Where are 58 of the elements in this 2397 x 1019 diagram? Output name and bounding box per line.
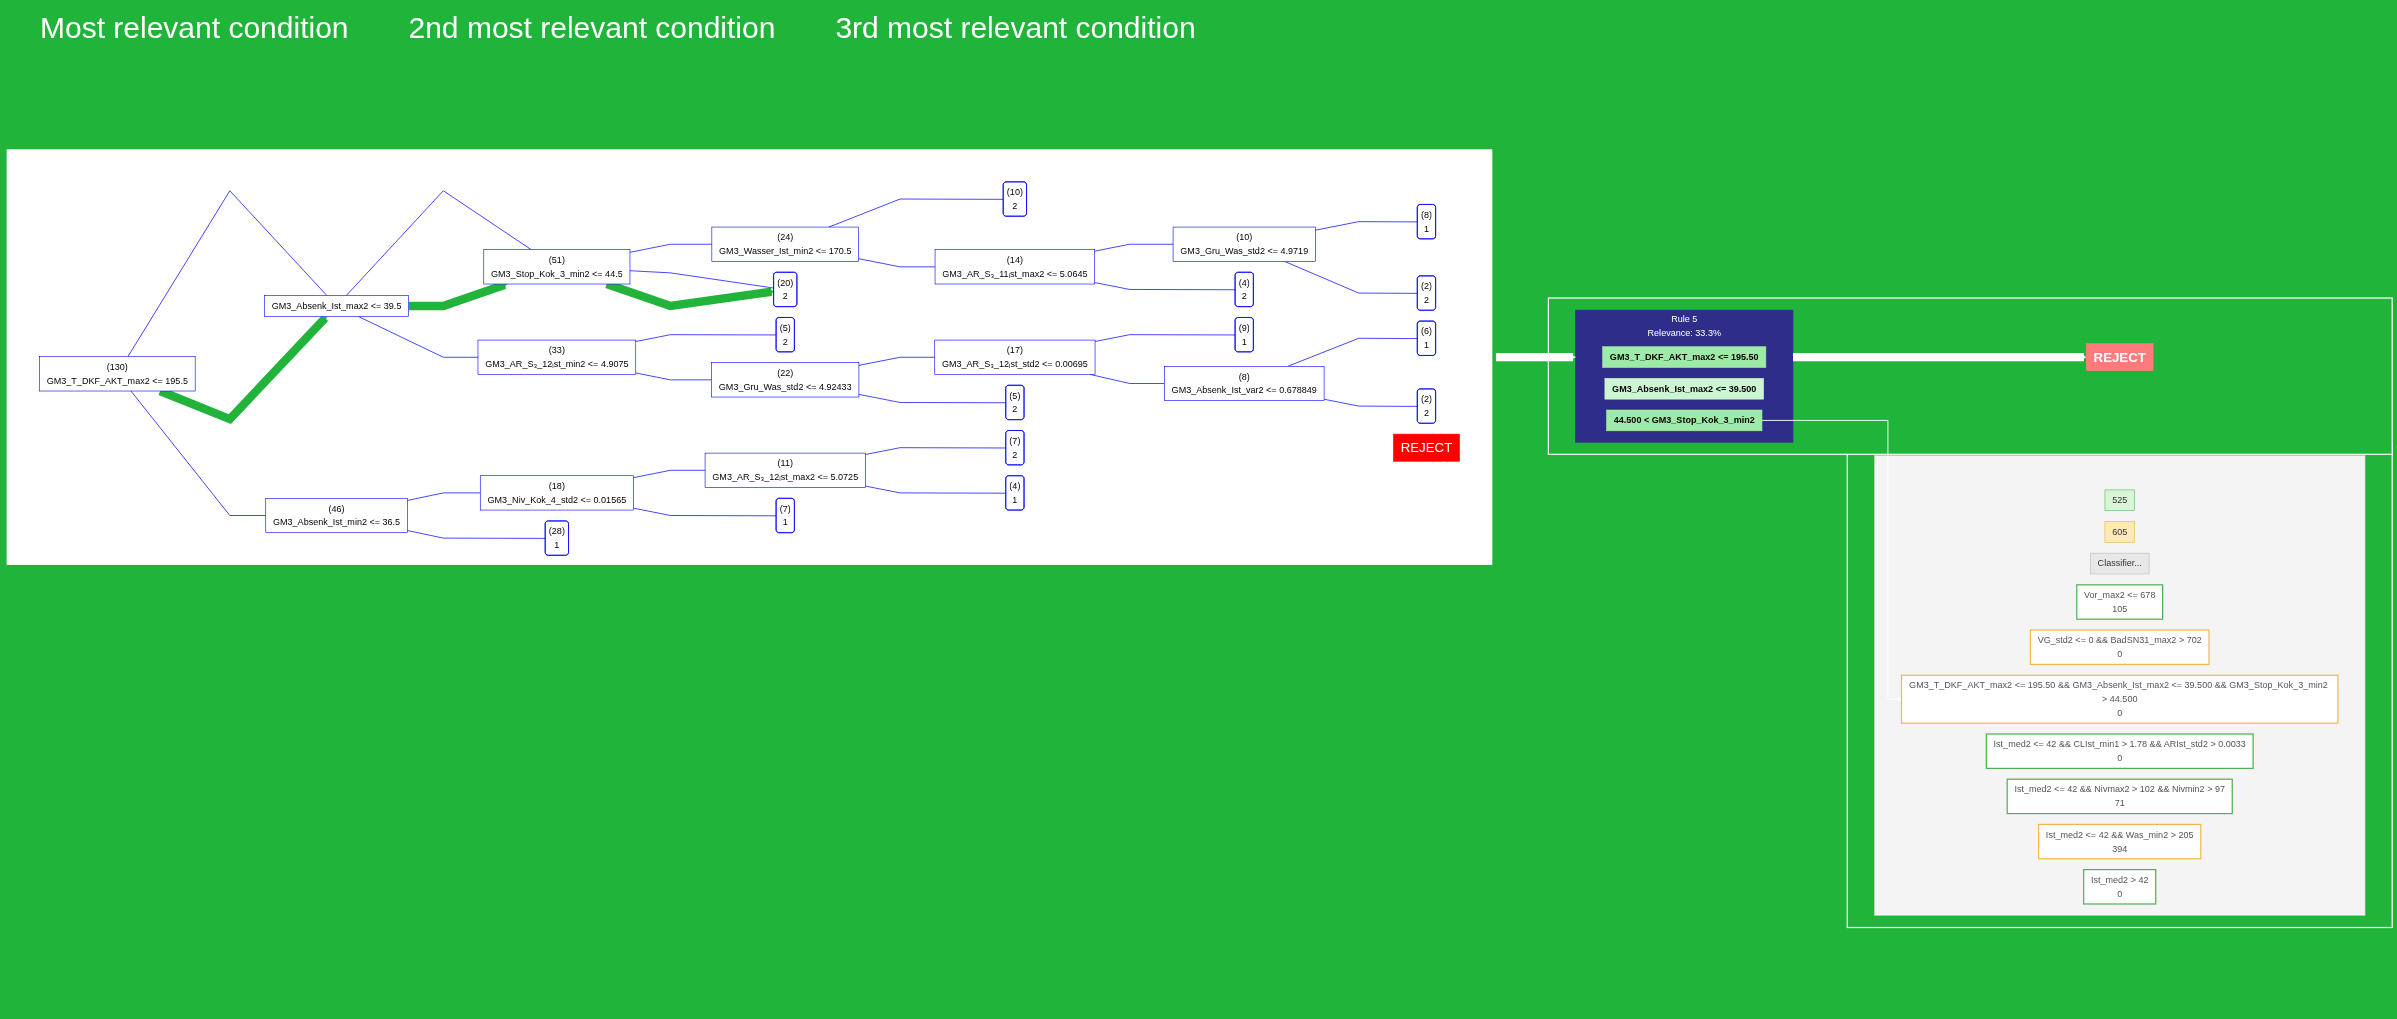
connector bbox=[1287, 337, 1419, 367]
node-box: (17) GM3_AR_S₃_12ᵢst_std2 <= 0.00695 bbox=[934, 339, 1096, 375]
annotation-text: 2nd most relevant condition bbox=[408, 11, 776, 45]
connector bbox=[406, 492, 481, 501]
connector bbox=[858, 356, 936, 366]
node-box: GM3_T_DKF_AKT_max2 <= 195.50 bbox=[1602, 346, 1767, 368]
node-box: (8) GM3_Absenk_Ist_var2 <= 0.678849 bbox=[1164, 366, 1325, 401]
node-box: Ist_med2 <= 42 && Nivmax2 > 102 && Nivmin2 > 97 71 bbox=[2006, 778, 2233, 815]
node-box: GM3_Absenk_Ist_max2 <= 39.500 bbox=[1604, 378, 1764, 400]
connector bbox=[1094, 334, 1236, 342]
node-box: (10) GM3_Gru_Was_std2 <= 4.9719 bbox=[1172, 226, 1316, 262]
connector bbox=[629, 243, 713, 253]
connector bbox=[858, 393, 1007, 404]
connector bbox=[858, 258, 936, 268]
connector bbox=[635, 334, 777, 342]
connector bbox=[345, 190, 532, 297]
node-box: Vor_max2 <= 678 105 bbox=[2076, 584, 2164, 620]
node-box: VG_std2 <= 0 && BadSN31_max2 > 702 0 bbox=[2029, 629, 2210, 665]
node-box: (24) GM3_Wasser_Ist_min2 <= 170.5 bbox=[711, 226, 859, 262]
connector bbox=[828, 198, 1004, 228]
node-box: Ist_med2 <= 42 && Was_min2 > 205 394 bbox=[2038, 823, 2202, 860]
node-box: GM3_Absenk_Ist_max2 <= 39.5 bbox=[264, 295, 409, 317]
node-box: (22) GM3_Gru_Was_std2 <= 4.92433 bbox=[711, 362, 860, 398]
connector bbox=[130, 390, 267, 516]
node-box: Ist_med2 > 42 0 bbox=[2083, 869, 2157, 905]
node-box: 525 bbox=[2104, 489, 2135, 511]
connector bbox=[127, 190, 328, 358]
node-box: (130) GM3_T_DKF_AKT_max2 <= 195.5 bbox=[39, 356, 196, 392]
annotation-text: 3rd most relevant condition bbox=[835, 11, 1196, 45]
node-box: (18) GM3_Niv_Kok_4_std2 <= 0.01565 bbox=[479, 475, 634, 511]
connector bbox=[1284, 260, 1419, 294]
connector bbox=[864, 485, 1007, 494]
node-box: (14) GM3_AR_S₃_11ᵢst_max2 <= 5.0645 bbox=[934, 249, 1095, 285]
connector bbox=[1094, 243, 1174, 252]
connector bbox=[1323, 398, 1419, 407]
node-box: (51) GM3_Stop_Kok_3_min2 <= 44.5 bbox=[483, 249, 631, 285]
arrow bbox=[158, 315, 329, 425]
connector bbox=[633, 469, 706, 479]
connector bbox=[1314, 221, 1419, 231]
node-box: GM3_T_DKF_AKT_max2 <= 195.50 && GM3_Absenk_Ist_max2 <= 39.500 && GM3_Stop_Kok_3_min2 > 44.500 0 bbox=[1900, 674, 2339, 724]
node-box: Classifier... bbox=[2090, 552, 2150, 575]
node-box: REJECT bbox=[1393, 433, 1460, 462]
connector bbox=[629, 270, 775, 289]
node-box: (33) GM3_AR_S₃_12ᵢst_min2 <= 4.9075 bbox=[477, 339, 637, 375]
node-box: REJECT bbox=[2086, 343, 2154, 371]
node-box: (46) GM3_Absenk_Ist_min2 <= 36.5 bbox=[265, 498, 408, 533]
node-box: Ist_med2 <= 42 && CLIst_min1 > 1.78 && ARIst_std2 > 0.0033 0 bbox=[1985, 733, 2254, 769]
node-box: 605 bbox=[2104, 521, 2135, 543]
connector bbox=[1094, 282, 1236, 291]
connector bbox=[635, 372, 713, 381]
cluster bbox=[1547, 297, 2393, 455]
node-box: (11) GM3_AR_S₃_12ᵢst_max2 <= 5.0725 bbox=[704, 452, 866, 488]
arrow bbox=[1793, 352, 2087, 362]
connector bbox=[633, 507, 777, 517]
connector bbox=[406, 530, 546, 539]
node-box: 44.500 < GM3_Stop_Kok_3_min2 bbox=[1606, 409, 1763, 432]
connector bbox=[864, 447, 1007, 455]
annotation-text: Most relevant condition bbox=[40, 11, 349, 45]
